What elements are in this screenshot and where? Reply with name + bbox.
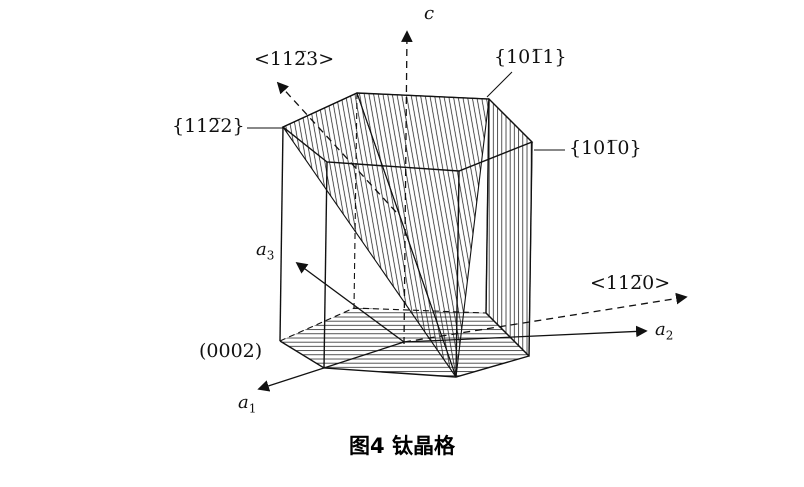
c-axis-arrow (401, 30, 413, 345)
plane-1010-label: {101̅0} (567, 137, 644, 160)
a3-axis-arrow (295, 261, 405, 343)
c-axis-label: c (424, 3, 435, 25)
c-axis-letter: c (424, 3, 435, 24)
direction-1123-label: <112̅3> (252, 48, 337, 71)
a1-axis-subscript: 1 (248, 401, 257, 416)
a1-axis-label: a1 (238, 392, 257, 416)
a3-axis-label: a3 (256, 239, 275, 263)
prism-face-1010 (485, 97, 533, 358)
a2-axis-subscript: 2 (665, 328, 674, 343)
plane-1122-label: {112̅2} (170, 115, 247, 138)
label-pointer-lines (243, 71, 565, 151)
plane-0002-label: (0002) (199, 340, 263, 362)
a1-axis-arrow (257, 341, 405, 392)
direction-1123-arrow (276, 81, 397, 213)
figure-caption: 图4 钛晶格 (349, 434, 455, 458)
a2-axis-arrow (403, 325, 648, 343)
a1-axis-letter: a (238, 392, 249, 413)
hidden-edges (279, 92, 487, 342)
direction-1120-label: <112̅0> (588, 272, 673, 295)
a3-axis-letter: a (256, 239, 267, 260)
a3-axis-subscript: 3 (266, 248, 275, 263)
prism-edges (279, 92, 534, 378)
a2-axis-letter: a (655, 319, 666, 340)
a2-axis-label: a2 (655, 319, 674, 343)
plane-1011-label: {101̅1} (492, 46, 569, 69)
